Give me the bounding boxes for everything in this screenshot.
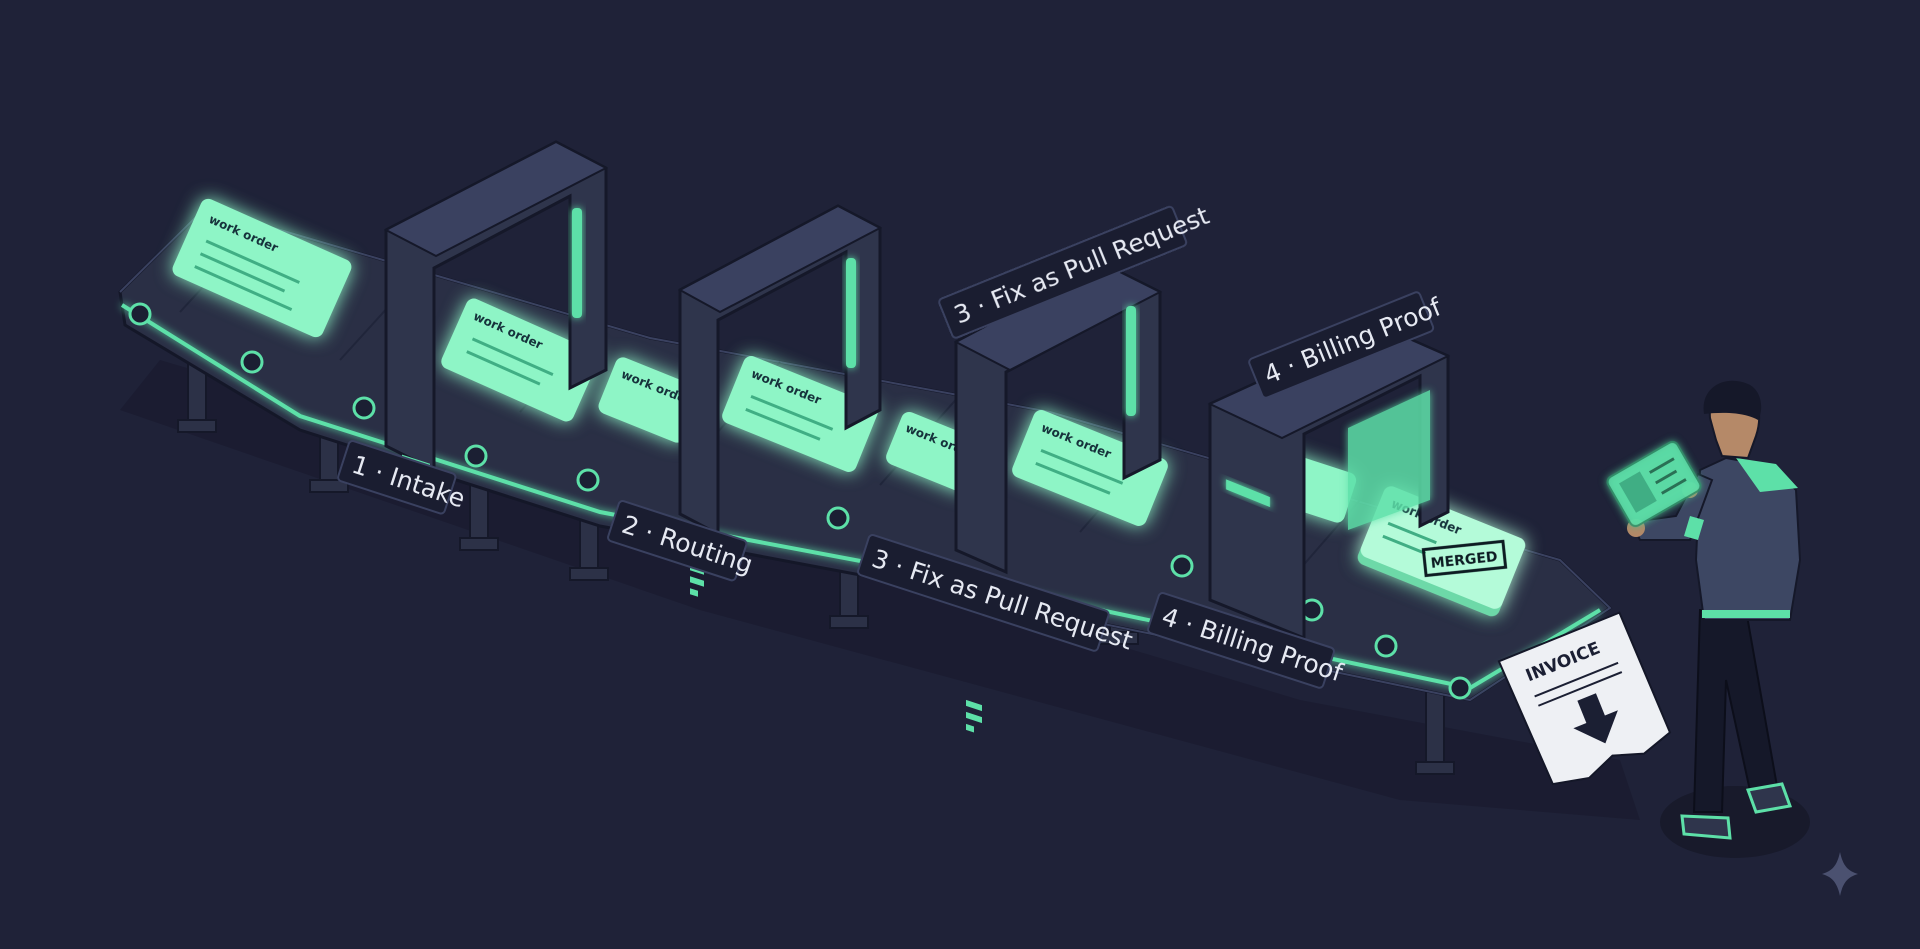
operator-legs [1692,609,1780,813]
gate-indicator-light [846,258,856,368]
operator-figure [1606,380,1802,840]
sparkle-icon [1822,852,1858,896]
operator-hair [1703,380,1762,420]
gate-vent-icon [966,699,982,733]
gate-scanner-screen [1348,390,1430,530]
tablet-icon [1606,440,1702,528]
belt-accent-rail [120,303,1602,691]
svg-text:MERGED: MERGED [1430,549,1498,572]
download-arrow-icon [1573,693,1618,744]
invoice-slip: INVOICE [1497,611,1672,786]
gate-indicator-light [1126,306,1136,416]
operator-shoes [1680,782,1793,840]
gate-indicator-light [572,208,582,318]
merged-stamp: MERGED [1421,539,1508,578]
gate-pull-request [953,262,1163,733]
work-order-doc: work order [441,298,599,422]
gate-routing [677,204,883,597]
gate-indicator-light [1226,479,1270,508]
belt-rollers [128,302,1472,700]
gate-billing-proof [1207,324,1451,641]
